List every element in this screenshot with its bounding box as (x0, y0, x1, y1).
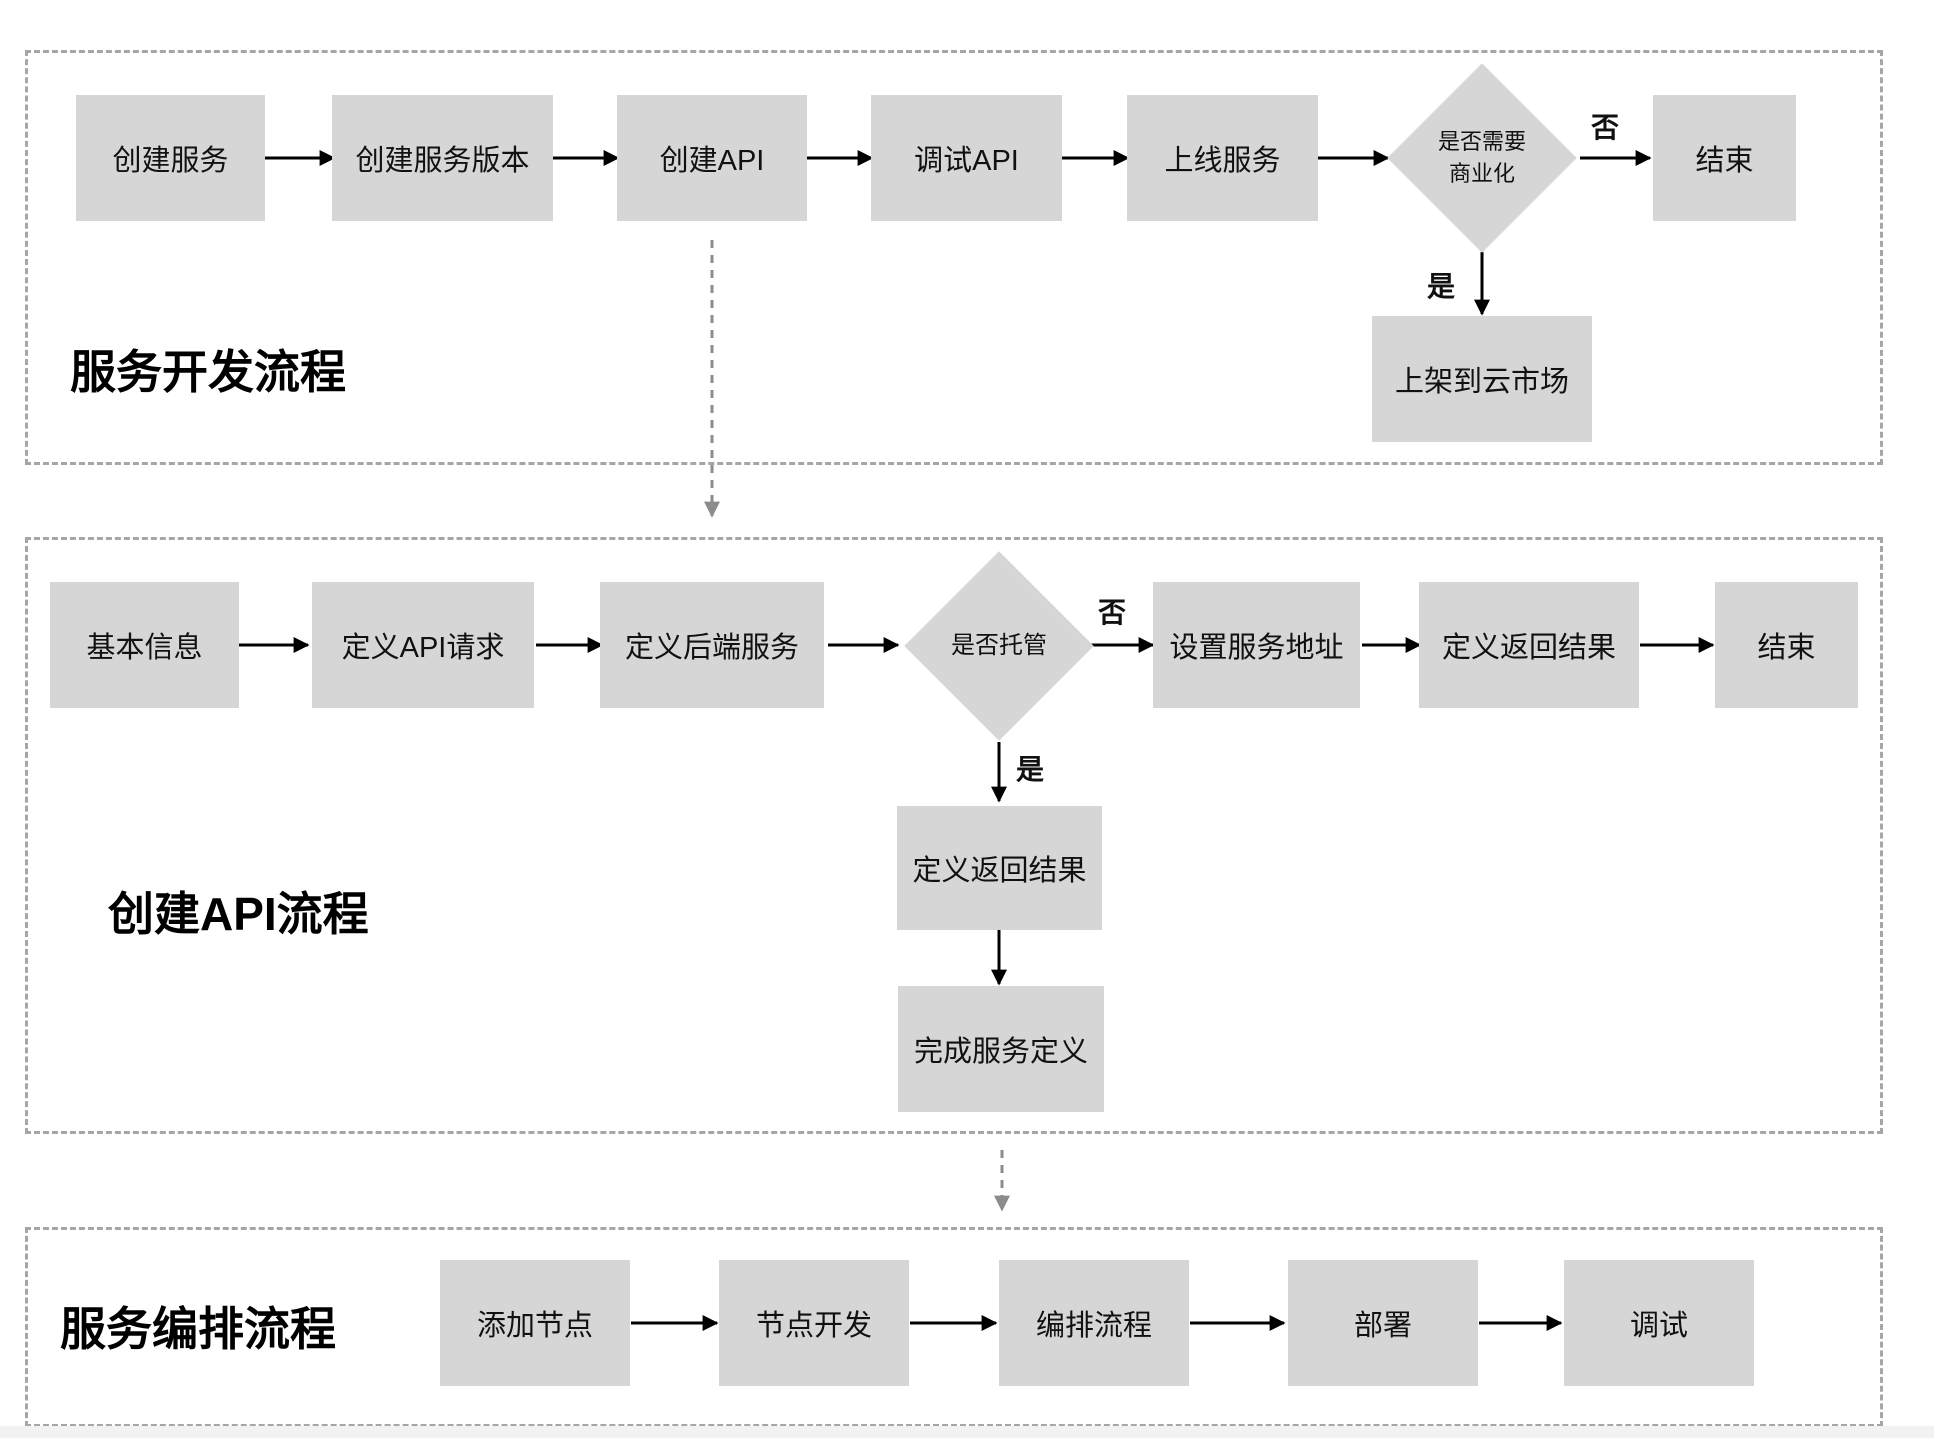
node-deploy: 部署 (1288, 1260, 1478, 1386)
group-service-development (25, 50, 1883, 465)
node-publish-service: 上线服务 (1127, 95, 1318, 221)
node-add-node: 添加节点 (440, 1260, 630, 1386)
node-orchestrate-flow: 编排流程 (999, 1260, 1189, 1386)
decision-text-line-2: 商业化 (1448, 161, 1515, 186)
node-define-return-result-hosted: 定义返回结果 (897, 806, 1102, 930)
node-define-api-request: 定义API请求 (312, 582, 534, 708)
edge-label-no: 否 (1098, 597, 1127, 628)
node-debug: 调试 (1564, 1260, 1754, 1386)
title-service-orchestration: 服务编排流程 (60, 1303, 336, 1355)
node-debug-api: 调试API (871, 95, 1062, 221)
node-list-on-marketplace: 上架到云市场 (1372, 316, 1592, 442)
node-node-development: 节点开发 (719, 1260, 909, 1386)
node-complete-service-definition: 完成服务定义 (898, 986, 1104, 1112)
edge-label-yes: 是 (1427, 271, 1456, 302)
decision-text: 是否托管 (951, 632, 1047, 659)
node-set-service-address: 设置服务地址 (1153, 582, 1360, 708)
decision-hosted: 是否托管 (903, 550, 1095, 742)
node-create-service-version: 创建服务版本 (332, 95, 553, 221)
group-service-orchestration (25, 1227, 1883, 1427)
group-create-api (25, 537, 1883, 1134)
decision-need-commercialization: 是否需要 商业化 (1386, 62, 1578, 254)
node-create-service: 创建服务 (76, 95, 265, 221)
node-create-api: 创建API (617, 95, 807, 221)
title-create-api: 创建API流程 (108, 888, 369, 940)
node-end: 结束 (1653, 95, 1796, 221)
node-end: 结束 (1715, 582, 1858, 708)
node-basic-info: 基本信息 (50, 582, 239, 708)
bottom-edge-strip (0, 1426, 1934, 1438)
edge-label-no: 否 (1591, 112, 1620, 143)
title-service-development: 服务开发流程 (70, 346, 346, 398)
node-define-backend-service: 定义后端服务 (600, 582, 824, 708)
edge-label-yes: 是 (1016, 754, 1045, 785)
node-define-return-result: 定义返回结果 (1419, 582, 1639, 708)
decision-text-line-1: 是否需要 (1437, 129, 1526, 154)
